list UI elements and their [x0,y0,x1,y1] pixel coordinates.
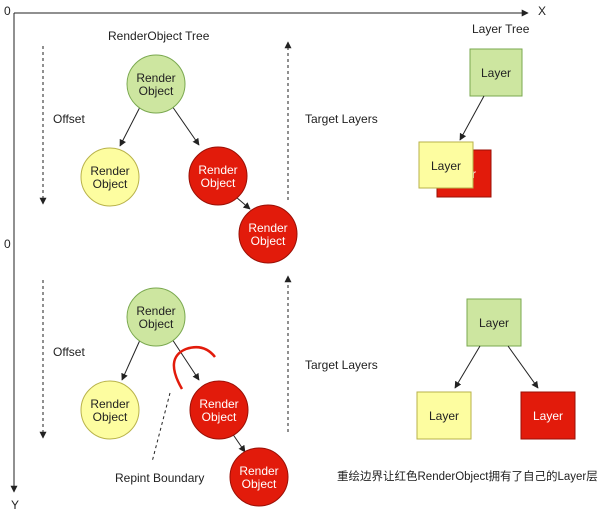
bottom-caption: 重绘边界让红色RenderObject拥有了自己的Layer层 [337,469,598,483]
bottom-node-root: Render Object [126,287,186,347]
top-node-left: Render Object [80,147,140,207]
origin-top-label: 0 [4,4,11,18]
bottom-node-left-line2: Object [93,410,128,424]
bottom-node-child-line2: Object [242,477,277,491]
top-edge-root-right [171,105,200,146]
top-node-left-line2: Object [93,177,128,191]
top-node-child: Render Object [238,204,298,264]
top-layer-root: Layer [469,48,523,97]
top-node-root-line1: Render [136,71,175,85]
top-node-right-line2: Object [201,176,236,190]
top-layer-tree-title: Layer Tree [472,22,530,36]
y-axis-label: Y [11,498,19,512]
bottom-edge-root-left [121,339,141,381]
bottom-node-right-line1: Render [199,397,238,411]
bottom-node-right: Render Object [189,380,249,440]
bottom-node-left: Render Object [80,380,140,440]
origin-mid-label: 0 [4,237,11,251]
repaint-boundary-label: Repint Boundary [115,471,204,485]
svg-text:Layer: Layer [481,66,511,80]
top-edge-root-left [119,106,141,147]
bottom-layer-edge-right [507,345,539,389]
bottom-node-child: Render Object [229,447,289,507]
bottom-node-left-line1: Render [90,397,129,411]
bottom-edge-right-child [231,432,246,453]
top-layer-back-fragment: r [472,167,476,181]
top-node-right-line1: Render [198,163,237,177]
bottom-node-child-line1: Render [239,464,278,478]
top-node-left-line1: Render [90,164,129,178]
top-node-root-line2: Object [139,84,174,98]
bottom-layer-left: Layer [416,391,472,440]
svg-text:Layer: Layer [479,316,509,330]
bottom-target-label: Target Layers [305,358,378,372]
x-axis-label: X [538,4,546,18]
top-node-right: Render Object [188,146,248,206]
bottom-offset-label: Offset [53,345,85,359]
bottom-layer-root: Layer [466,298,522,347]
top-offset-label: Offset [53,112,85,126]
top-node-child-line2: Object [251,234,286,248]
top-node-child-line1: Render [248,221,287,235]
top-tree-title: RenderObject Tree [108,29,210,43]
repaint-boundary-pointer [151,392,171,463]
bottom-node-root-line2: Object [139,317,174,331]
svg-text:Layer: Layer [431,159,461,173]
top-layer-edge [459,95,485,141]
top-node-root: Render Object [126,54,186,114]
repaint-boundary-arc [172,346,216,390]
svg-text:Layer: Layer [533,409,563,423]
bottom-layer-right: Layer [520,391,576,440]
top-layer-front: Layer [418,141,474,189]
bottom-node-right-line2: Object [202,410,237,424]
bottom-edge-root-right [171,338,200,381]
top-target-label: Target Layers [305,112,378,126]
top-edge-right-child [235,196,251,210]
svg-text:Layer: Layer [429,409,459,423]
bottom-layer-edge-left [454,345,481,389]
bottom-node-root-line1: Render [136,304,175,318]
